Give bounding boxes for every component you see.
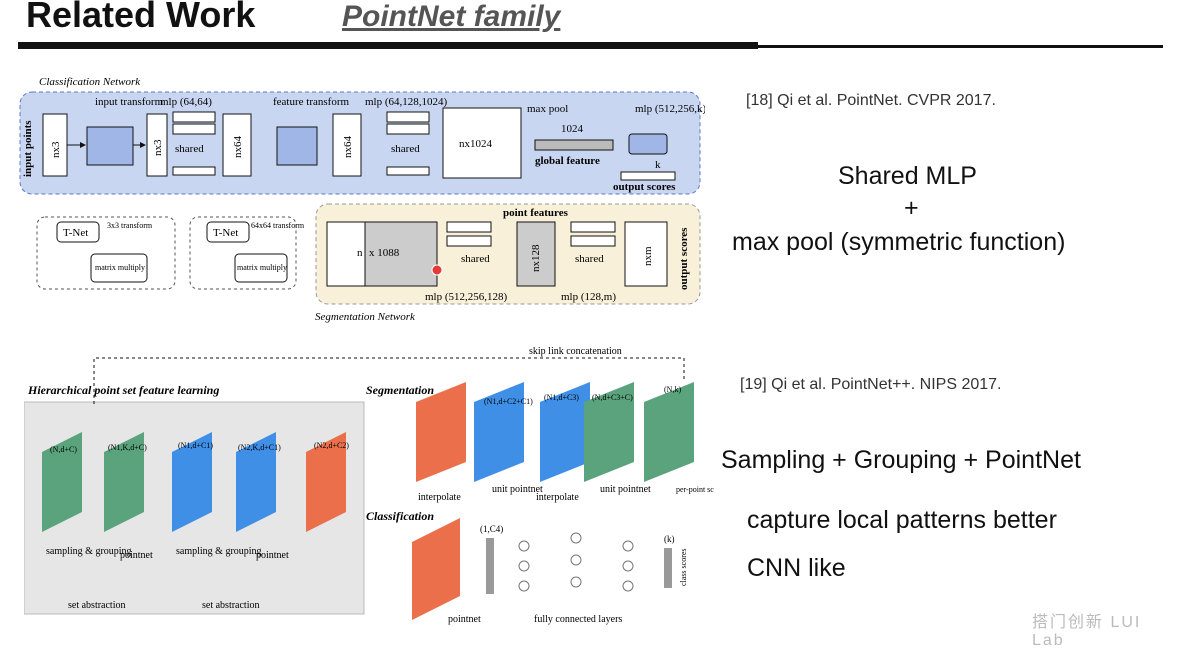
per-point-scores-label: per-point scores — [676, 485, 714, 494]
slide-title: Related Work — [26, 0, 256, 35]
classification-label: Classification — [366, 509, 434, 523]
nxm-label: nxm — [642, 246, 654, 266]
t3-label: 3x3 transform — [107, 221, 153, 230]
reference-pointnet: [18] Qi et al. PointNet. CVPR 2017. — [746, 92, 996, 109]
plus-text: + — [904, 194, 919, 222]
input-transform-box — [86, 126, 134, 166]
pointnet-label-2: pointnet — [256, 550, 289, 561]
matmul-label-2: matrix multiply — [237, 263, 287, 272]
laser-pointer-dot — [431, 264, 443, 276]
input-transform-label: input transform — [95, 96, 164, 108]
input-box — [42, 113, 68, 177]
shared-label-4: shared — [575, 253, 604, 265]
s2-label: (N1,d+C3) — [544, 393, 579, 402]
pointnet-figure: Classification Network input points nx3 … — [19, 76, 705, 323]
s1-label: (N1,d+C2+C1) — [484, 397, 533, 406]
nx3-label: nx3 — [50, 141, 62, 158]
n-label: n — [357, 247, 363, 259]
c4-label: (1,C4) — [480, 524, 503, 534]
sampling-grouping-text: Sampling + Grouping + PointNet — [721, 446, 1081, 474]
skip-label: skip link concatenation — [529, 346, 622, 357]
matmul-label-1: matrix multiply — [95, 263, 145, 272]
watermark-text: 搭门创新 LUI Lab — [1032, 614, 1142, 649]
global-feature-bar — [534, 139, 614, 151]
classification-network-label: Classification Network — [39, 76, 141, 88]
nx64-label: nx64 — [232, 136, 244, 159]
l4-label: (N2,d+C2) — [314, 441, 349, 450]
title-rule — [18, 42, 758, 49]
mlp4-label: mlp (512,256,128) — [425, 291, 508, 303]
set-abstraction-label-2: set abstraction — [202, 600, 259, 611]
pointnet-label-1: pointnet — [120, 550, 153, 561]
nx128-label: nx128 — [530, 244, 542, 272]
reference-pointnetpp: [19] Qi et al. PointNet++. NIPS 2017. — [740, 376, 1002, 393]
global-feature-label: global feature — [535, 155, 600, 167]
mlp2-label: mlp (64,128,1024) — [365, 96, 448, 108]
x1088-label: x 1088 — [369, 247, 400, 259]
pointnetpp-figure: Hierarchical point set feature learning … — [24, 346, 714, 625]
shared-mlp-text: Shared MLP — [838, 162, 977, 190]
s4-label: (N,k) — [664, 385, 681, 394]
l3-label: (N2,K,d+C1) — [238, 443, 281, 452]
k-label: k — [655, 159, 661, 171]
set-abstraction-label-1: set abstraction — [68, 600, 125, 611]
segmentation-network-label: Segmentation Network — [315, 311, 416, 323]
nx1024-box — [442, 107, 522, 179]
sampling-label-2: sampling & grouping — [176, 546, 262, 557]
tnet-label-2: T-Net — [213, 227, 238, 239]
title-rule-thin — [758, 45, 1163, 48]
s3-label: (N,d+C3+C) — [592, 393, 633, 402]
shared-label-2: shared — [391, 143, 420, 155]
l2-label: (N1,d+C1) — [178, 441, 213, 450]
shared-label-3: shared — [461, 253, 490, 265]
l1-label: (N1,K,d+C) — [108, 443, 147, 452]
t64-label: 64x64 transform — [251, 221, 305, 230]
nx1024-label: nx1024 — [459, 138, 493, 150]
pointnet-label-3: pointnet — [448, 614, 481, 625]
mlp5-label: mlp (128,m) — [561, 291, 616, 303]
kk-label: (k) — [664, 534, 675, 544]
output-scores-label: output scores — [613, 181, 676, 193]
nx64-label-2: nx64 — [342, 136, 354, 159]
mlp1-label: mlp (64,64) — [160, 96, 212, 108]
unit-pointnet-label-2: unit pointnet — [600, 484, 651, 495]
sampling-label-1: sampling & grouping — [46, 546, 132, 557]
hier-label: Hierarchical point set feature learning — [27, 383, 219, 397]
l0-label: (N,d+C) — [50, 445, 77, 454]
interpolate-label-2: interpolate — [536, 492, 579, 503]
mlp3-label: mlp (512,256,k) — [635, 103, 705, 115]
cnn-like-text: CNN like — [747, 554, 846, 582]
max-pool-label: max pool — [527, 103, 568, 115]
fully-connected-label: fully connected layers — [534, 614, 622, 625]
slide-subtitle: PointNet family — [342, 0, 561, 33]
dim-1024-label: 1024 — [561, 123, 584, 135]
shared-label-1: shared — [175, 143, 204, 155]
unit-pointnet-label-1: unit pointnet — [492, 484, 543, 495]
nx3-label-2: nx3 — [152, 139, 164, 156]
output-scores-vertical: output scores — [678, 227, 690, 290]
tnet-label-1: T-Net — [63, 227, 88, 239]
feature-transform-box — [276, 126, 318, 166]
input-points-label: input points — [22, 120, 34, 177]
class-scores-label: class scores — [679, 548, 688, 586]
segmentation-label: Segmentation — [366, 383, 434, 397]
local-patterns-text: capture local patterns better — [747, 506, 1057, 534]
point-features-label: point features — [503, 207, 569, 219]
max-pool-text: max pool (symmetric function) — [732, 228, 1066, 256]
feature-transform-label: feature transform — [273, 96, 349, 108]
interpolate-label-1: interpolate — [418, 492, 461, 503]
